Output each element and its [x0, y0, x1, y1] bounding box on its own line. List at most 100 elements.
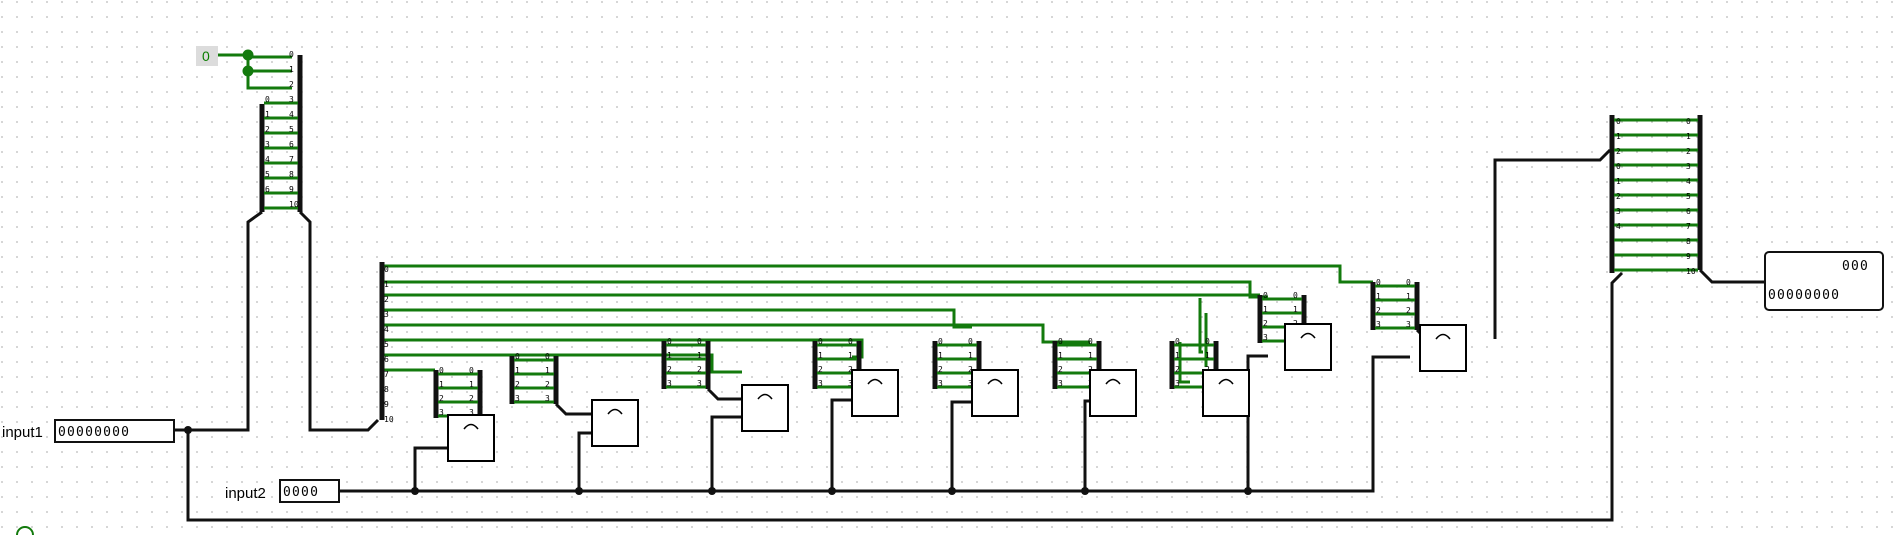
stage-splitter-index: 0 [1175, 337, 1180, 346]
stage-gate-box[interactable] [1202, 369, 1250, 417]
fan-index: 4 [384, 325, 389, 334]
stage-splitter-index: 1 [1263, 305, 1268, 314]
top-splitter-index: 0 [289, 50, 294, 59]
stage-gate-box[interactable] [851, 369, 899, 417]
stage-gate-box[interactable] [1284, 323, 1332, 371]
output-line1: 000 [1842, 259, 1869, 274]
input2-pin[interactable]: input2 0000 [225, 479, 340, 503]
stage-splitter-index: 3 [1263, 333, 1268, 342]
stage-gate-box[interactable] [1089, 369, 1137, 417]
fan-index: 5 [384, 340, 389, 349]
top-splitter-index: 3 [289, 95, 294, 104]
top-splitter-subindex: 3 [265, 140, 270, 149]
right-splitter-subindex: 1 [1616, 177, 1621, 186]
stage-wire [706, 387, 742, 401]
right-splitter-index: 4 [1686, 177, 1691, 186]
stage-splitter-index: 2 [667, 365, 672, 374]
top-splitter-index: 5 [289, 125, 294, 134]
top-splitter-subindex: 2 [265, 125, 270, 134]
status-icon [16, 526, 34, 535]
top-splitter-index: 8 [289, 170, 294, 179]
stage-splitter-index: 2 [1175, 365, 1180, 374]
stage-splitter-index: 2 [848, 365, 853, 374]
fan-index: 8 [384, 385, 389, 394]
stage-splitter-index: 2 [515, 380, 520, 389]
constant-zero[interactable]: 0 [196, 46, 218, 66]
fan-index: 1 [384, 280, 389, 289]
stage-gate-box[interactable] [741, 384, 789, 432]
top-splitter-index: 1 [289, 65, 294, 74]
stage-splitter-index: 1 [938, 351, 943, 360]
stage-splitter-index: 3 [545, 394, 550, 403]
gate-symbol-icon [463, 423, 479, 430]
stage-splitter-index: 1 [545, 366, 550, 375]
stage-splitter-index: 3 [1376, 320, 1381, 329]
stage-splitter-index: 1 [469, 380, 474, 389]
stage-splitter-index: 1 [968, 351, 973, 360]
right-splitter-subindex: 0 [1616, 162, 1621, 171]
input1-value: 00000000 [58, 425, 130, 440]
right-splitter-index: 5 [1686, 192, 1691, 201]
stage-splitter-index: 1 [439, 380, 444, 389]
right-splitter-subindex: 3 [1616, 207, 1621, 216]
top-splitter-index: 10 [289, 200, 299, 209]
bus-wires [174, 148, 1765, 522]
stage-splitter-index: 1 [1293, 305, 1298, 314]
output-pin[interactable]: 000 00000000 [1764, 251, 1884, 311]
stage-splitter-index: 1 [667, 351, 672, 360]
gate-symbol-icon [607, 408, 623, 415]
gate-symbol-icon [1218, 378, 1234, 385]
stage-splitter-index: 2 [968, 365, 973, 374]
gate-symbol-icon [1435, 333, 1451, 340]
stage-splitter-index: 2 [818, 365, 823, 374]
top-splitter-subindex: 5 [265, 170, 270, 179]
top-splitter-subindex: 4 [265, 155, 270, 164]
stage-gate-box[interactable] [1419, 324, 1467, 372]
top-splitter-index: 9 [289, 185, 294, 194]
right-splitter-index: 10 [1686, 267, 1696, 276]
stage-splitter-index: 2 [1058, 365, 1063, 374]
stage-splitter-index: 3 [1406, 320, 1411, 329]
stage-splitter-index: 3 [1175, 379, 1180, 388]
top-splitter-index: 6 [289, 140, 294, 149]
stage-splitter-index: 3 [439, 408, 444, 417]
fan-index: 10 [384, 415, 394, 424]
stage-splitter-index: 3 [848, 379, 853, 388]
stage-splitter-index: 3 [1058, 379, 1063, 388]
stage-splitter-index: 2 [1263, 319, 1268, 328]
stage-splitter-index: 1 [818, 351, 823, 360]
input1-label: input1 [2, 424, 43, 441]
stage-gate-box[interactable] [447, 414, 495, 462]
stage-splitter-index: 2 [1406, 306, 1411, 315]
stage-splitter-index: 1 [1205, 351, 1210, 360]
stage-splitter-index: 2 [1376, 306, 1381, 315]
stage-splitter-index: 0 [1263, 291, 1268, 300]
stage-splitter-index: 3 [968, 379, 973, 388]
constant-zero-label: 0 [202, 48, 210, 64]
stage-splitter-index: 0 [1376, 278, 1381, 287]
stage-splitter-index: 2 [938, 365, 943, 374]
stage-splitter-index: 0 [1088, 337, 1093, 346]
gate-symbol-icon [987, 378, 1003, 385]
gate-symbol-icon [1105, 378, 1121, 385]
stage-splitter-index: 1 [1175, 351, 1180, 360]
stage-gate-box[interactable] [971, 369, 1019, 417]
stage-gate-box[interactable] [591, 399, 639, 447]
stage-splitter-index: 1 [1406, 292, 1411, 301]
input1-pin[interactable]: input1 00000000 [2, 419, 175, 443]
stage-splitter-index: 3 [515, 394, 520, 403]
stage-splitter-index: 1 [1088, 351, 1093, 360]
